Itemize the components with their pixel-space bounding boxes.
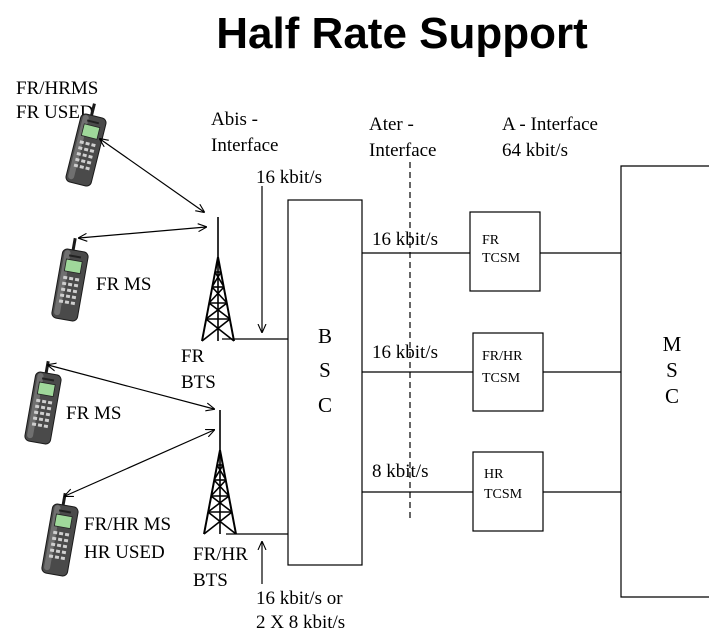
radio-link-arrow	[65, 430, 214, 496]
abis-interface-label-line1: Abis -	[211, 109, 258, 130]
a-interface-label-line1: A - Interface	[502, 114, 598, 135]
ater-interface-label-line2: Interface	[369, 140, 437, 161]
ater-rate-label: 16 kbit/s	[372, 342, 438, 363]
page-title: Half Rate Support	[216, 9, 588, 58]
msc-letter: M	[663, 332, 682, 356]
bts-bottom-label-line1: FR/HR	[193, 544, 248, 565]
bsc-letter: S	[319, 358, 331, 382]
radio-link-arrow	[79, 227, 206, 238]
msc-letter: S	[666, 358, 678, 382]
bts-tower-icon	[202, 217, 234, 341]
ms1-label-line1: FR/HRMS	[16, 78, 98, 99]
ater-rate-label: 16 kbit/s	[372, 229, 438, 250]
ms4-label-line1: FR/HR MS	[84, 514, 171, 535]
tcsm-hr-label-line2: TCSM	[484, 487, 523, 502]
bts-top-label-line1: FR	[181, 346, 205, 367]
bsc-letter: C	[318, 393, 332, 417]
bsc-box	[288, 200, 362, 565]
tcsm-frhr-label-line1: FR/HR	[482, 349, 523, 364]
abis-bottom-rate-label-line1: 16 kbit/s or	[256, 588, 343, 609]
radio-link-arrow	[100, 139, 204, 212]
abis-bottom-rate-label-line2: 2 X 8 kbit/s	[256, 612, 345, 632]
msc-box	[621, 166, 709, 597]
tcsm-fr-label-line2: TCSM	[482, 251, 521, 266]
abis-interface-label-line2: Interface	[211, 135, 279, 156]
ater-rate-label: 8 kbit/s	[372, 461, 428, 482]
bts-top-label-line2: BTS	[181, 372, 216, 393]
tcsm-hr-label-line1: HR	[484, 467, 504, 482]
tcsm-frhr-label-line2: TCSM	[482, 371, 521, 386]
ms4-label-line2: HR USED	[84, 542, 165, 563]
bts-tower-icon	[204, 410, 236, 534]
tcsm-fr-label-line1: FR	[482, 233, 500, 248]
mobile-phone-icon	[41, 491, 81, 576]
mobile-phone-icon	[24, 359, 64, 444]
ms3-label: FR MS	[66, 403, 121, 424]
msc-letter: C	[665, 384, 679, 408]
bsc-letter: B	[318, 324, 332, 348]
a-interface-label-line2: 64 kbit/s	[502, 140, 568, 161]
ms2-label: FR MS	[96, 274, 151, 295]
ater-interface-label-line1: Ater -	[369, 114, 414, 135]
abis-top-rate-label: 16 kbit/s	[256, 167, 322, 188]
mobile-phone-icon	[51, 236, 91, 321]
bts-bottom-label-line2: BTS	[193, 570, 228, 591]
